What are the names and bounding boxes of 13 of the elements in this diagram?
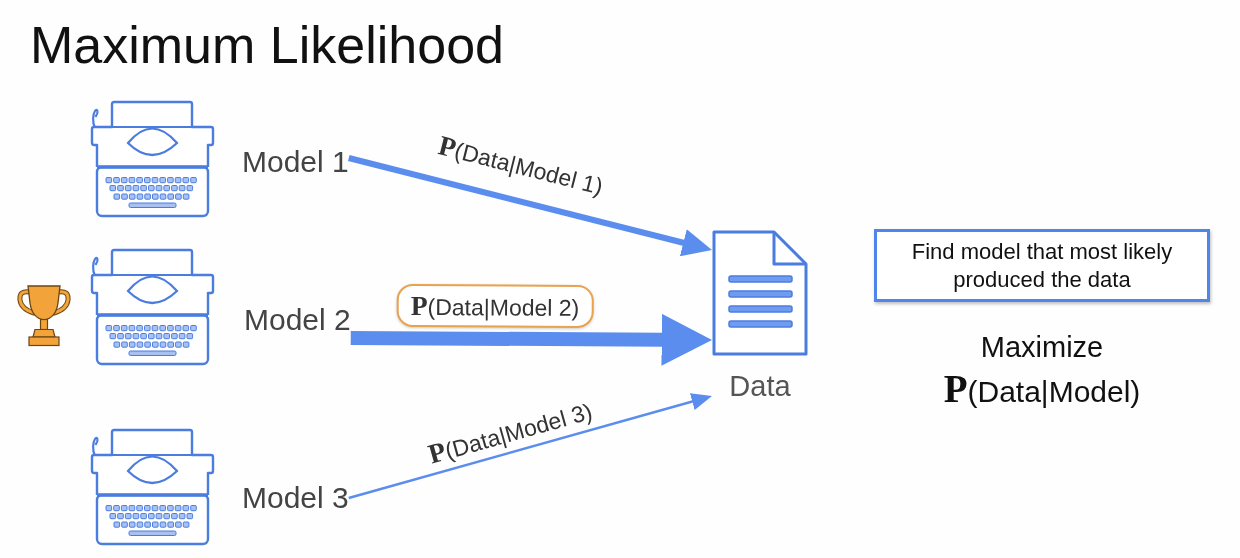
title: Maximum Likelihood — [30, 19, 504, 71]
node-label: Model 3 — [242, 480, 349, 516]
objective-text: Maximize — [980, 330, 1104, 365]
note-box — [874, 229, 1210, 302]
arrow — [348, 393, 712, 500]
box-text: Find model that most likely produced the data — [910, 237, 1174, 294]
node-label: Model 2 — [244, 302, 351, 338]
node-label: Model 1 — [242, 144, 349, 180]
arrow — [348, 155, 712, 257]
edge-label: P(Data|Model 2) — [397, 283, 594, 328]
formula-text: P(Data|Model) — [943, 366, 1141, 412]
arrow — [350, 313, 712, 366]
node-label: Data — [729, 369, 791, 404]
